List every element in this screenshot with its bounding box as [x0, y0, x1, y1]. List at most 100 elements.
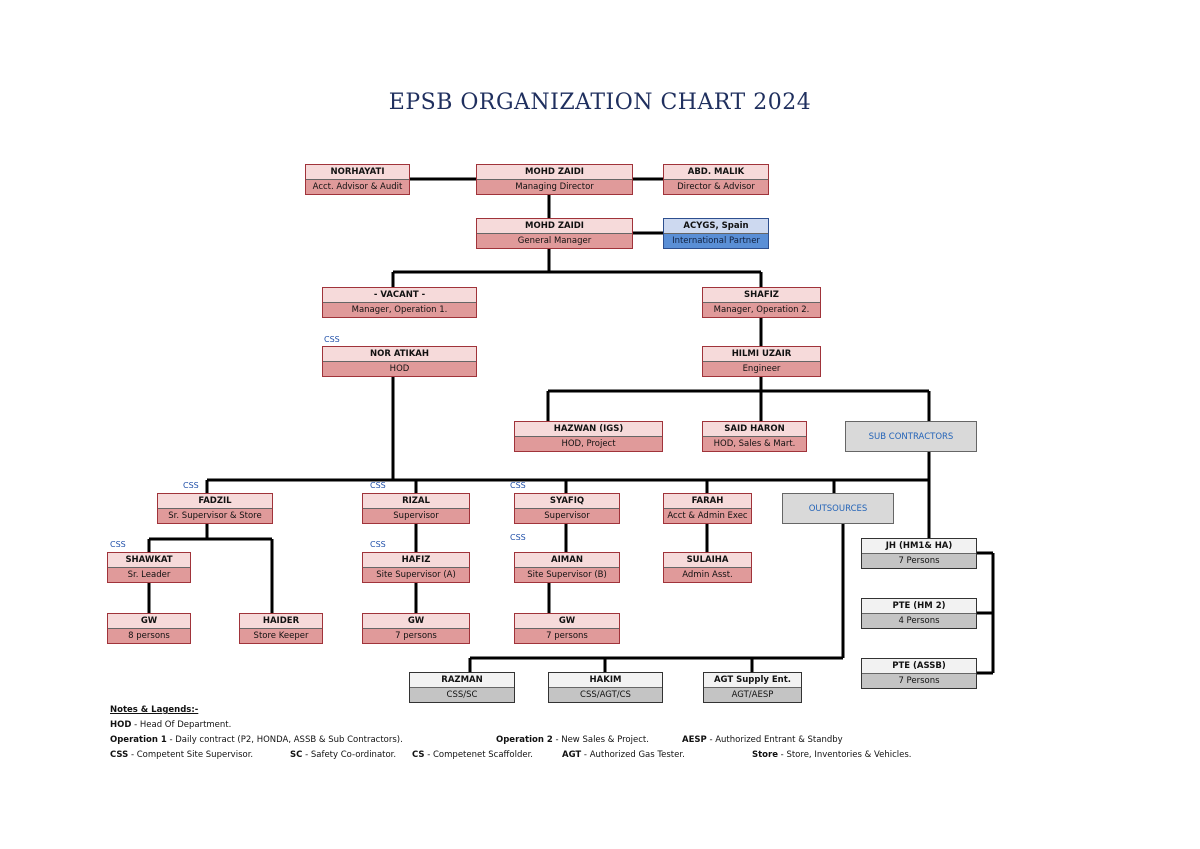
node-sulaiha: SULAIHA Admin Asst.	[663, 552, 752, 583]
note-key: Operation 2	[496, 735, 553, 745]
note-key: SC	[290, 750, 303, 760]
node-role: 7 Persons	[862, 674, 976, 688]
node-name: AIMAN	[515, 553, 619, 568]
note-key: Operation 1	[110, 735, 167, 745]
node-said-haron: SAID HARON HOD, Sales & Mart.	[702, 421, 807, 452]
node-role: 7 Persons	[862, 554, 976, 568]
note-value: - Authorized Entrant & Standby	[706, 735, 843, 745]
node-name: ABD. MALIK	[664, 165, 768, 180]
node-aiman: AIMAN Site Supervisor (B)	[514, 552, 620, 583]
node-role: 7 persons	[515, 629, 619, 643]
node-name: GW	[363, 614, 469, 629]
node-role: CSS/AGT/CS	[549, 688, 662, 702]
node-role: Admin Asst.	[664, 568, 751, 582]
css-tag: CSS	[183, 481, 199, 490]
css-tag: CSS	[510, 533, 526, 542]
node-rizal: RIZAL Supervisor	[362, 493, 470, 524]
note-key: Store	[752, 750, 778, 760]
node-name: GW	[515, 614, 619, 629]
node-role: General Manager	[477, 234, 632, 248]
note-store: Store - Store, Inventories & Vehicles.	[752, 750, 911, 760]
note-cs: CS - Competenet Scaffolder.	[412, 750, 533, 760]
node-hazwan: HAZWAN (IGS) HOD, Project	[514, 421, 663, 452]
notes-heading: Notes & Lagends:-	[110, 705, 199, 715]
note-key: AGT	[562, 750, 582, 760]
node-name: HAZWAN (IGS)	[515, 422, 662, 437]
node-razman: RAZMAN CSS/SC	[409, 672, 515, 703]
chart-title: EPSB ORGANIZATION CHART 2024	[388, 90, 812, 115]
node-role: HOD, Sales & Mart.	[703, 437, 806, 451]
node-role: Supervisor	[515, 509, 619, 523]
note-value: - Competenet Scaffolder.	[424, 750, 533, 760]
node-name: SHAWKAT	[108, 553, 190, 568]
note-value: - Competent Site Supervisor.	[128, 750, 254, 760]
node-role: Acct & Admin Exec	[664, 509, 751, 523]
node-name: SHAFIZ	[703, 288, 820, 303]
node-name: SAID HARON	[703, 422, 806, 437]
node-name: SYAFIQ	[515, 494, 619, 509]
node-hilmi-uzair: HILMI UZAIR Engineer	[702, 346, 821, 377]
node-role: 7 persons	[363, 629, 469, 643]
note-css: CSS - Competent Site Supervisor.	[110, 750, 253, 760]
node-manager-operation-2: SHAFIZ Manager, Operation 2.	[702, 287, 821, 318]
node-name: FARAH	[664, 494, 751, 509]
note-aesp: AESP - Authorized Entrant & Standby	[682, 735, 843, 745]
node-name: MOHD ZAIDI	[477, 165, 632, 180]
node-role: International Partner	[664, 234, 768, 248]
node-fadzil: FADZIL Sr. Supervisor & Store	[157, 493, 273, 524]
node-role: AGT/AESP	[704, 688, 801, 702]
node-name: AGT Supply Ent.	[704, 673, 801, 688]
node-general-manager: MOHD ZAIDI General Manager	[476, 218, 633, 249]
css-tag: CSS	[370, 540, 386, 549]
node-role: Site Supervisor (A)	[363, 568, 469, 582]
node-jh: JH (HM1& HA) 7 Persons	[861, 538, 977, 569]
node-role: CSS/SC	[410, 688, 514, 702]
node-role: Site Supervisor (B)	[515, 568, 619, 582]
note-value: - Authorized Gas Tester.	[581, 750, 685, 760]
node-pte-hm2: PTE (HM 2) 4 Persons	[861, 598, 977, 629]
note-value: - Safety Co-ordinator.	[302, 750, 397, 760]
outsources-group: OUTSOURCES	[782, 493, 894, 524]
note-key: CSS	[110, 750, 129, 760]
node-syafiq: SYAFIQ Supervisor	[514, 493, 620, 524]
css-tag: CSS	[324, 335, 340, 344]
note-value: - Head Of Department.	[131, 720, 232, 730]
node-manager-operation-1: - VACANT - Manager, Operation 1.	[322, 287, 477, 318]
node-name: GW	[108, 614, 190, 629]
note-hod: HOD - Head Of Department.	[110, 720, 231, 730]
node-role: Supervisor	[363, 509, 469, 523]
node-role: HOD, Project	[515, 437, 662, 451]
sub-contractors-group: SUB CONTRACTORS	[845, 421, 977, 452]
node-role: Managing Director	[477, 180, 632, 194]
note-operation-1: Operation 1 - Daily contract (P2, HONDA,…	[110, 735, 403, 745]
node-role: Engineer	[703, 362, 820, 376]
node-name: - VACANT -	[323, 288, 476, 303]
node-role: 4 Persons	[862, 614, 976, 628]
node-gw-rizal: GW 7 persons	[362, 613, 470, 644]
note-value: - Store, Inventories & Vehicles.	[777, 750, 912, 760]
node-name: HAFIZ	[363, 553, 469, 568]
node-name: RIZAL	[363, 494, 469, 509]
node-shawkat: SHAWKAT Sr. Leader	[107, 552, 191, 583]
node-role: Director & Advisor	[664, 180, 768, 194]
css-tag: CSS	[110, 540, 126, 549]
node-role: Manager, Operation 1.	[323, 303, 476, 317]
node-name: NORHAYATI	[306, 165, 409, 180]
note-value: - Daily contract (P2, HONDA, ASSB & Sub …	[166, 735, 403, 745]
node-role: Store Keeper	[240, 629, 322, 643]
node-managing-director: MOHD ZAIDI Managing Director	[476, 164, 633, 195]
css-tag: CSS	[370, 481, 386, 490]
node-farah: FARAH Acct & Admin Exec	[663, 493, 752, 524]
note-sc: SC - Safety Co-ordinator.	[290, 750, 396, 760]
note-agt: AGT - Authorized Gas Tester.	[562, 750, 685, 760]
node-name: PTE (HM 2)	[862, 599, 976, 614]
node-role: Sr. Leader	[108, 568, 190, 582]
node-name: NOR ATIKAH	[323, 347, 476, 362]
node-role: HOD	[323, 362, 476, 376]
note-value: - New Sales & Project.	[552, 735, 649, 745]
node-name: HILMI UZAIR	[703, 347, 820, 362]
node-name: FADZIL	[158, 494, 272, 509]
note-key: HOD	[110, 720, 132, 730]
node-name: SULAIHA	[664, 553, 751, 568]
